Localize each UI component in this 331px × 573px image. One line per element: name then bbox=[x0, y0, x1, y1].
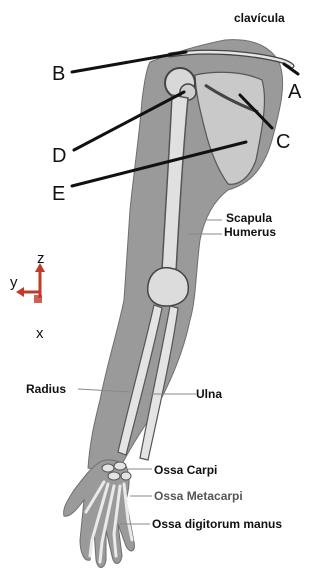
label-ossa-digitorum: Ossa digitorum manus bbox=[152, 517, 282, 531]
elbow-joint bbox=[148, 268, 189, 306]
axis-label-z: z bbox=[37, 250, 45, 267]
marker-a: A bbox=[288, 81, 302, 103]
axes-indicator: z y x bbox=[10, 250, 45, 342]
label-radius: Radius bbox=[26, 382, 66, 396]
label-clavicula: clavícula bbox=[234, 11, 285, 25]
label-scapula: Scapula bbox=[226, 211, 272, 225]
marker-e: E bbox=[52, 183, 65, 205]
axis-label-x: x bbox=[36, 325, 44, 342]
x-axis-origin-icon bbox=[34, 295, 42, 303]
axis-label-y: y bbox=[10, 274, 18, 291]
label-ossa-metacarpi: Ossa Metacarpi bbox=[154, 489, 243, 503]
label-humerus: Humerus bbox=[224, 225, 276, 239]
marker-b: B bbox=[52, 63, 65, 85]
marker-d: D bbox=[52, 145, 66, 167]
marker-c: C bbox=[276, 131, 290, 153]
label-ulna: Ulna bbox=[196, 387, 222, 401]
label-ossa-carpi: Ossa Carpi bbox=[154, 463, 217, 477]
